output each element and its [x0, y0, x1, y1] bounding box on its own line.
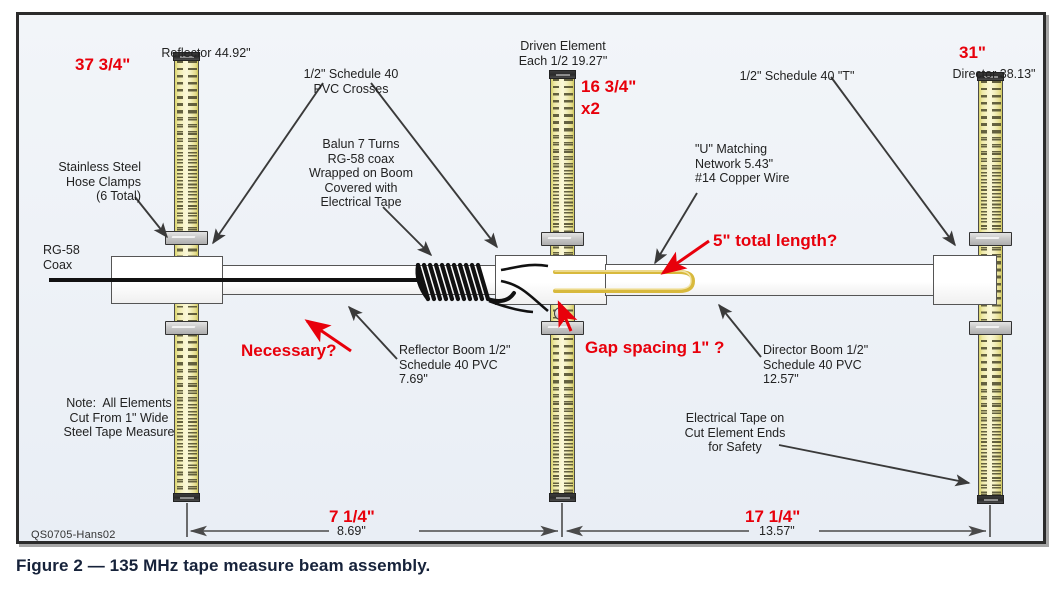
- feed-bolt-lower: [554, 307, 567, 320]
- hose-clamp-director-lower: [969, 321, 1012, 335]
- driven-top-tape-cap: [549, 70, 576, 79]
- rg58-coax-line: [49, 278, 417, 282]
- label-reflector-boom: Reflector Boom 1/2" Schedule 40 PVC 7.69…: [399, 343, 511, 386]
- diagram-frame: Reflector 44.92" 1/2" Schedule 40 PVC Cr…: [16, 12, 1046, 544]
- label-u-matching: "U" Matching Network 5.43" #14 Copper Wi…: [695, 142, 790, 185]
- annotation-driven-length: 16 3/4": [581, 77, 637, 96]
- annotation-reflector-length: 37 3/4": [75, 55, 131, 74]
- label-rg58-coax: RG-58 Coax: [43, 243, 80, 272]
- label-electrical-tape: Electrical Tape on Cut Element Ends for …: [684, 411, 786, 454]
- annotation-u-total-length: 5" total length?: [713, 231, 838, 250]
- figure-credit: QS0705-Hans02: [31, 529, 116, 541]
- annotation-gap-spacing: Gap spacing 1" ?: [585, 338, 725, 357]
- label-director: Director 38.13": [952, 67, 1036, 81]
- hose-clamp-driven-upper: [541, 232, 584, 246]
- annotation-right-spacing: 17 1/4": [745, 507, 801, 526]
- figure-caption: Figure 2 — 135 MHz tape measure beam ass…: [16, 556, 431, 575]
- annotation-driven-length-x2: x2: [581, 99, 600, 118]
- hose-clamp-driven-lower: [541, 321, 584, 335]
- hose-clamp-reflector-upper: [165, 231, 208, 245]
- dimension-left-value: 8.69": [337, 524, 366, 538]
- annotation-necessary: Necessary?: [241, 341, 337, 360]
- reflector-top-tape-cap: [173, 52, 200, 61]
- director-boom-pipe: [605, 264, 935, 296]
- reflector-bottom-tape-cap: [173, 493, 200, 502]
- hose-clamp-reflector-lower: [165, 321, 208, 335]
- label-director-boom: Director Boom 1/2" Schedule 40 PVC 12.57…: [763, 343, 869, 386]
- label-reflector: Reflector 44.92": [161, 46, 251, 60]
- hose-clamp-director-upper: [969, 232, 1012, 246]
- director-top-tape-cap: [977, 72, 1004, 81]
- label-schedule-40-t: 1/2" Schedule 40 "T": [739, 69, 855, 83]
- label-pvc-crosses: 1/2" Schedule 40 PVC Crosses: [303, 67, 399, 96]
- label-note: Note: All Elements Cut From 1" Wide Stee…: [63, 396, 175, 439]
- driven-bottom-tape-cap: [549, 493, 576, 502]
- pvc-tee-driven: [495, 255, 607, 305]
- label-driven-element: Driven Element Each 1/2 19.27": [518, 39, 608, 68]
- label-balun: Balun 7 Turns RG-58 coax Wrapped on Boom…: [309, 137, 413, 209]
- label-hose-clamps: Stainless Steel Hose Clamps (6 Total): [58, 160, 141, 203]
- dimension-right-value: 13.57": [759, 524, 795, 538]
- director-bottom-tape-cap: [977, 495, 1004, 504]
- annotation-left-spacing: 7 1/4": [329, 507, 375, 526]
- pvc-cross-director: [933, 255, 997, 305]
- annotation-director-length: 31": [959, 43, 986, 62]
